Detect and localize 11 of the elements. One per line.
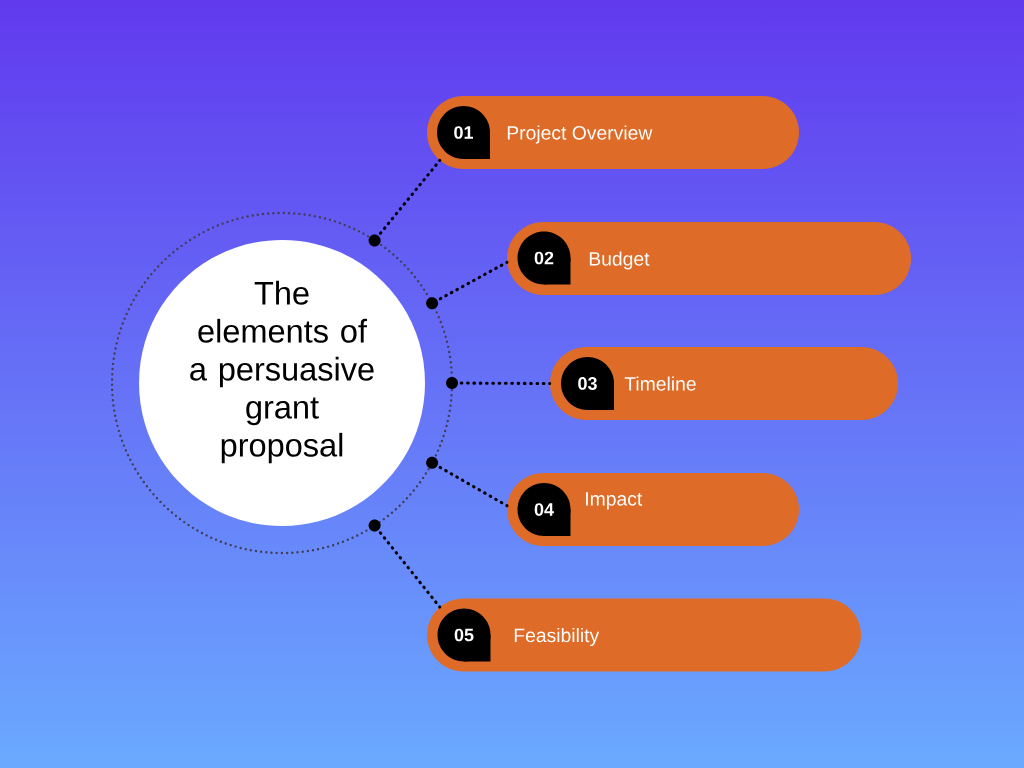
number-badge: 01 <box>437 106 490 159</box>
number-badge: 03 <box>561 357 614 410</box>
connector-line <box>438 260 509 301</box>
number-badge: 04 <box>517 483 571 536</box>
number-badge: 02 <box>517 231 571 285</box>
connector-line <box>378 158 442 235</box>
connector-line <box>459 381 552 386</box>
connector-line <box>438 465 509 508</box>
connector-line <box>378 531 442 609</box>
number-badge: 05 <box>437 608 491 662</box>
dotted-ring <box>110 211 454 555</box>
